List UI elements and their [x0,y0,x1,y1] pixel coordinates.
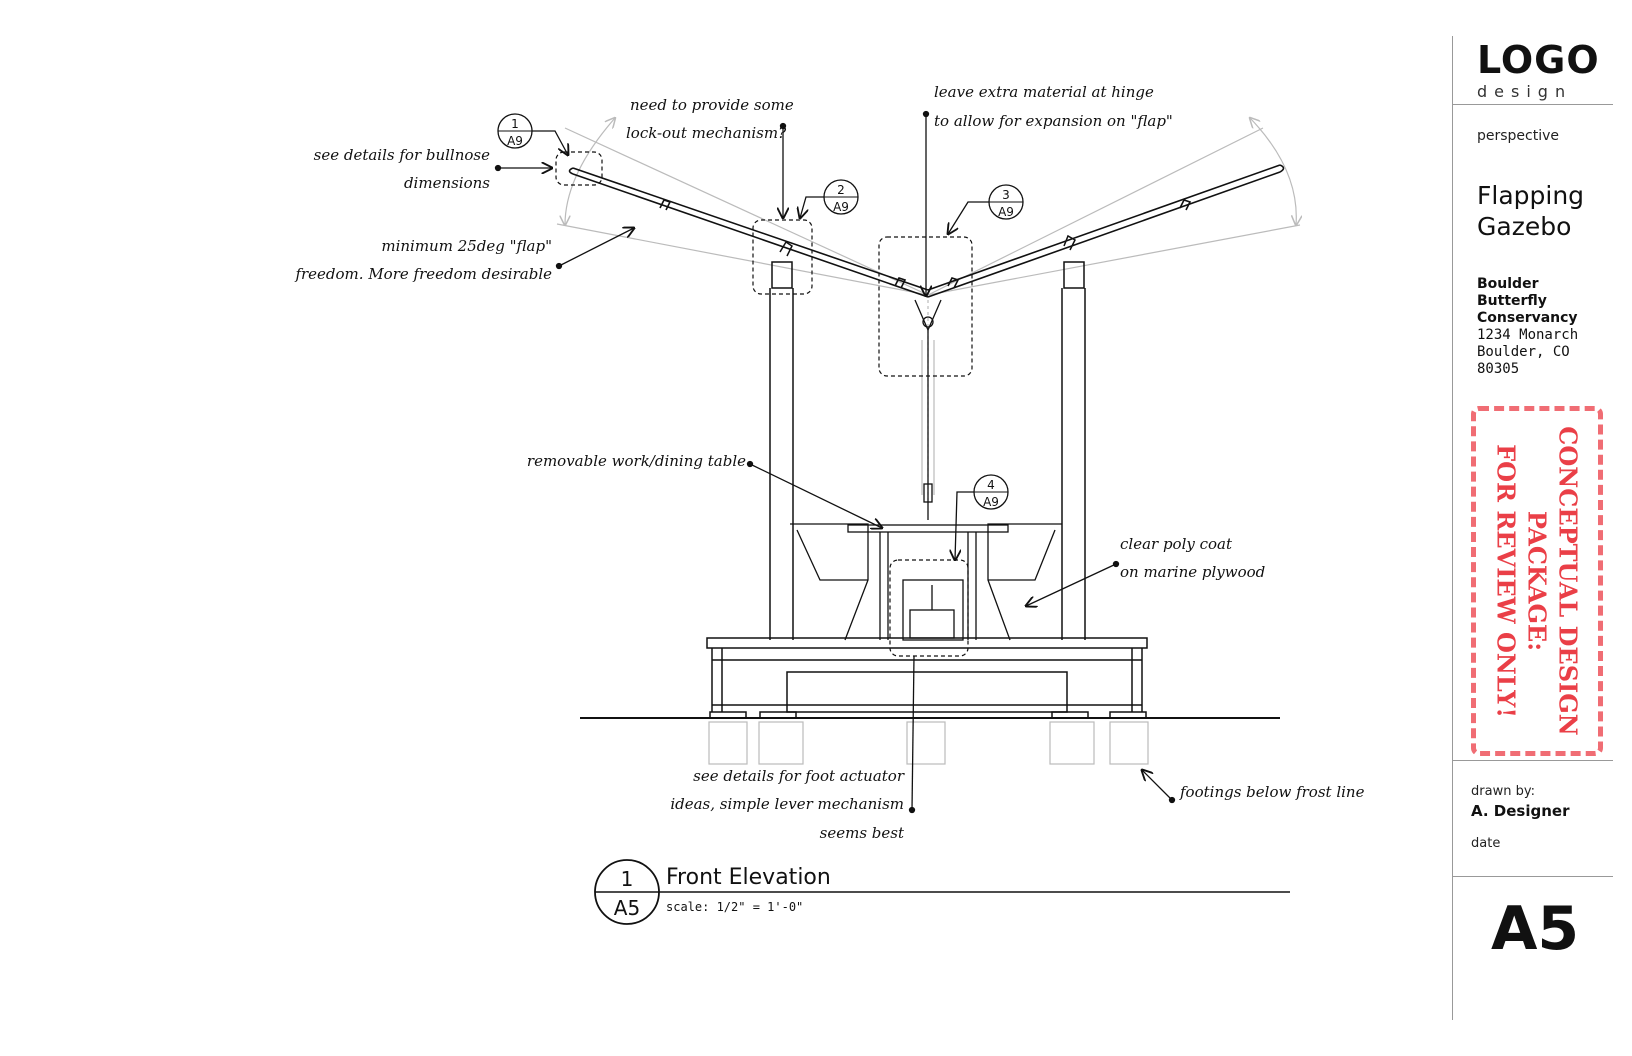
client-info: Boulder Butterfly Conservancy 1234 Monar… [1477,276,1578,378]
svg-text:freedom. More freedom desirab: freedom. More freedom desirable [294,265,552,283]
note-table: removable work/dining table [527,452,746,470]
client-address-line2: Boulder, CO [1477,344,1570,360]
view-number: 1 [621,867,634,891]
table-and-benches [790,523,1062,641]
callout-3: 3 A9 [948,184,1024,234]
svg-text:lock-out mechanism?: lock-out mechanism? [626,124,787,142]
callout-4-number: 4 [987,478,995,492]
callout-3-sheet: A9 [998,205,1014,219]
stamp-line3: FOR REVIEW ONLY! [1491,444,1521,718]
svg-text:ideas, simple lever mechanism: ideas, simple lever mechanism [670,795,904,813]
logo-sub: design [1477,82,1573,101]
footings [708,721,1149,765]
svg-text:to allow for expansion on "fla: to allow for expansion on "flap" [934,112,1173,130]
front-elevation-drawing: 1 A9 2 A9 3 A9 4 A9 [294,83,1365,925]
review-stamp: CONCEPTUAL DESIGN PACKAGE: FOR REVIEW ON… [1471,406,1603,756]
project-title: Flapping Gazebo [1477,180,1584,242]
note-leaders [494,110,1176,814]
callout-1-number: 1 [511,117,519,131]
divider [1453,760,1613,761]
drawn-by-value: A. Designer [1471,802,1570,820]
svg-text:dimensions: dimensions [404,174,490,192]
note-footings: footings below frost line [1179,783,1365,801]
svg-text:see details for foot actuator: see details for foot actuator [693,767,905,785]
hinge-assembly [914,299,942,520]
stamp-line1: CONCEPTUAL DESIGN [1553,426,1583,736]
view-sheet: A5 [614,896,640,920]
sheet-number: A5 [1491,894,1580,964]
divider [1453,104,1613,105]
client-address-line1: 1234 Monarch [1477,327,1579,343]
view-title-text: Front Elevation [666,865,831,890]
platform-deck [580,637,1280,719]
note-polycoat: clear poly coat on marine plywood [1120,535,1265,581]
divider [1453,876,1613,877]
note-bullnose: see details for bullnose dimensions [314,146,491,192]
review-stamp-text: CONCEPTUAL DESIGN PACKAGE: FOR REVIEW ON… [1491,416,1584,746]
callout-1-sheet: A9 [507,134,523,148]
date-label: date [1471,836,1501,851]
note-hinge: leave extra material at hinge to allow f… [934,83,1173,130]
svg-text:footings below frost line: footings below frost line [1179,783,1365,801]
callout-1: 1 A9 [497,113,568,155]
svg-text:leave extra material at hinge: leave extra material at hinge [934,83,1154,101]
svg-text:removable work/dining table: removable work/dining table [527,452,746,470]
view-type-label: perspective [1477,128,1560,144]
client-name-line3: Conservancy [1477,310,1578,326]
project-title-line2: Gazebo [1477,212,1572,241]
note-actuator: see details for foot actuator ideas, sim… [670,767,905,842]
callout-3-number: 3 [1002,188,1010,202]
project-title-line1: Flapping [1477,181,1585,210]
svg-text:see details for bullnose: see details for bullnose [314,146,490,164]
callout-2-sheet: A9 [833,200,849,214]
title-block: LOGO design perspective Flapping Gazebo … [1452,36,1621,1020]
note-lockout: need to provide some lock-out mechanism? [626,96,794,142]
stamp-line2: PACKAGE: [1522,510,1552,652]
note-flap: minimum 25deg "flap" freedom. More freed… [294,237,552,283]
drawn-by-label: drawn by: [1471,784,1535,799]
logo-main: LOGO [1477,38,1600,82]
svg-text:minimum 25deg "flap": minimum 25deg "flap" [381,237,552,255]
callout-4: 4 A9 [955,474,1009,560]
callout-2: 2 A9 [800,179,859,218]
gazebo-posts [769,234,1086,640]
callout-2-number: 2 [837,183,845,197]
view-scale: scale: 1/2" = 1'-0" [666,900,803,914]
svg-text:clear poly coat: clear poly coat [1120,535,1233,553]
view-title: 1 A5 Front Elevation scale: 1/2" = 1'-0" [594,859,1290,925]
client-address-line3: 80305 [1477,361,1520,377]
client-name-line1: Boulder [1477,276,1539,292]
roof-wings [568,164,1285,298]
svg-text:need to provide some: need to provide some [630,96,794,114]
callout-4-sheet: A9 [983,495,999,509]
client-name-line2: Butterfly [1477,293,1547,309]
svg-text:on marine plywood: on marine plywood [1120,563,1265,581]
svg-text:seems best: seems best [820,824,905,842]
